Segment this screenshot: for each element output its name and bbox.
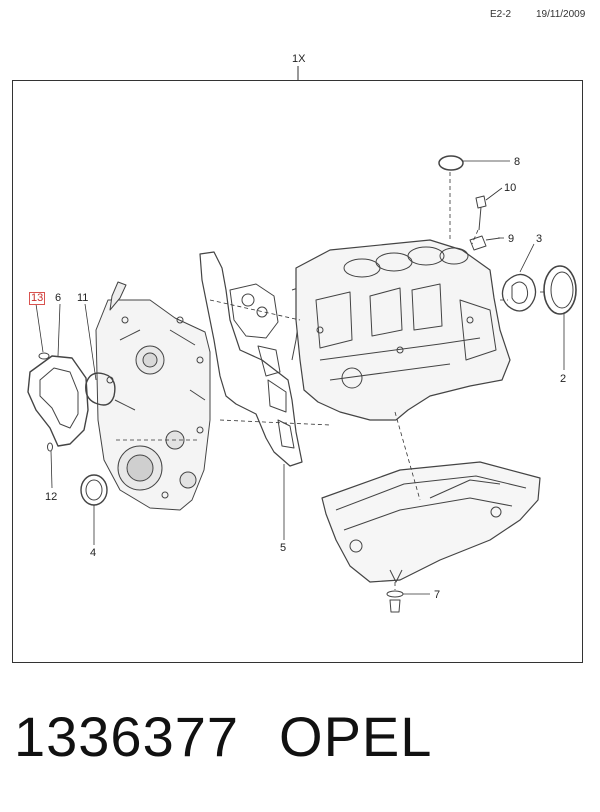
drain-plug-7 xyxy=(386,590,404,613)
callout-4: 4 xyxy=(90,547,97,559)
oil-pan xyxy=(321,461,541,583)
callout-5: 5 xyxy=(280,542,287,554)
head-gasket-5 xyxy=(199,251,305,467)
seal-12 xyxy=(47,442,53,452)
oring-11 xyxy=(85,372,116,406)
seal-ring-8 xyxy=(438,155,464,171)
header-code: E2-2 xyxy=(490,9,512,20)
quantity-label: 1X xyxy=(292,53,306,65)
callout-9: 9 xyxy=(508,233,515,245)
callout-6: 6 xyxy=(55,292,62,304)
cover-gasket xyxy=(27,355,89,447)
callout-3: 3 xyxy=(536,233,543,245)
seal-13 xyxy=(38,352,50,360)
header-date: 19/11/2009 xyxy=(536,9,586,20)
callout-2: 2 xyxy=(560,373,567,385)
fitting-9 xyxy=(469,235,501,251)
seal-3 xyxy=(501,273,537,312)
timing-cover xyxy=(95,281,211,511)
crank-seal-4 xyxy=(80,474,108,506)
bolt-10 xyxy=(475,195,487,231)
footer: 1336377 OPEL xyxy=(14,704,432,769)
callout-7: 7 xyxy=(434,589,441,601)
callout-12: 12 xyxy=(45,491,58,503)
callout-10: 10 xyxy=(504,182,517,194)
callout-8: 8 xyxy=(514,156,521,168)
callout-11: 11 xyxy=(77,292,89,304)
part-number: 1336377 xyxy=(14,705,240,768)
callout-13: 13 xyxy=(29,292,46,305)
brand-name: OPEL xyxy=(279,705,433,768)
diagram-frame xyxy=(12,80,583,663)
rear-seal-2 xyxy=(543,265,577,315)
cylinder-block xyxy=(295,239,511,421)
